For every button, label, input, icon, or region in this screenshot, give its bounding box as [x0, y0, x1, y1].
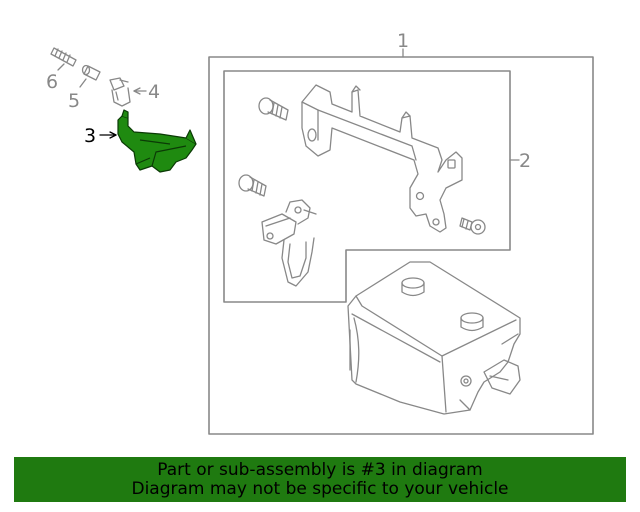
part-6-screw	[50, 47, 77, 71]
part-5-spacer	[79, 64, 101, 88]
subassembly-2-frame	[223, 70, 511, 303]
callout-5: 5	[68, 90, 80, 112]
banner-line-2: Diagram may not be specific to your vehi…	[131, 478, 509, 499]
banner-line-1: Part or sub-assembly is #3 in diagram	[157, 459, 483, 480]
sensor-module	[347, 261, 521, 415]
bolt-lower	[238, 174, 267, 197]
callout-1: 1	[397, 30, 409, 52]
callout-6-leader	[57, 63, 65, 71]
wire-connector	[261, 199, 317, 287]
callout-3: 3	[84, 125, 96, 147]
bolt-right	[459, 217, 486, 235]
callout-5-leader	[79, 78, 87, 88]
parts-diagram: 1 2 3 4 5 6	[46, 30, 594, 435]
info-banner: Part or sub-assembly is #3 in diagram Di…	[14, 457, 626, 502]
mounting-bracket	[301, 84, 463, 233]
part-3-highlighted[interactable]	[117, 109, 197, 173]
bolt-upper	[258, 97, 289, 121]
callout-6: 6	[46, 71, 58, 93]
callout-2: 2	[519, 150, 531, 172]
callout-4: 4	[148, 81, 160, 103]
assembly-1-frame	[208, 56, 594, 435]
callout-3-leader	[99, 131, 117, 139]
part-4-clip	[109, 77, 147, 107]
